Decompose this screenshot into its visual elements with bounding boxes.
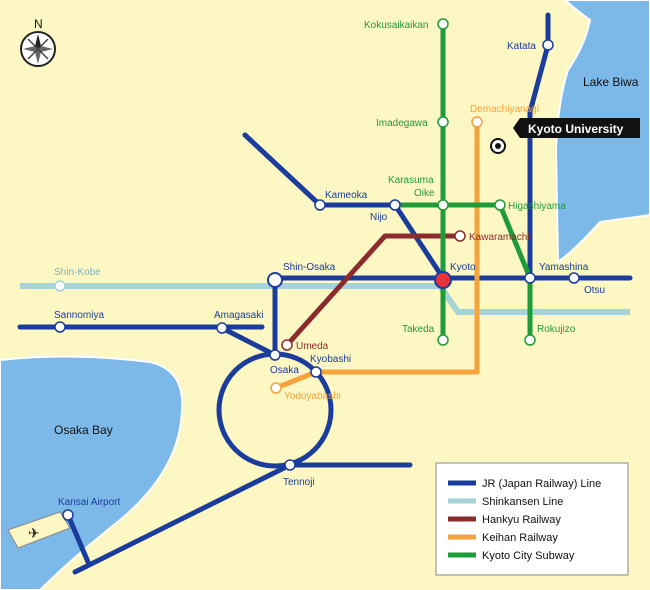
station-nijo[interactable]: [389, 199, 401, 211]
label-yamashina: Yamashina: [539, 262, 589, 273]
station-labels: Kokusaikaikan Katata Demachiyanagi Imade…: [54, 20, 605, 508]
station-takeda[interactable]: [437, 334, 449, 346]
legend-item: Keihan Railway: [448, 532, 558, 544]
station-karasuma-oike[interactable]: [437, 199, 449, 211]
station-umeda[interactable]: [281, 339, 293, 351]
label-osaka: Osaka: [270, 365, 299, 376]
station-kameoka[interactable]: [314, 199, 326, 211]
station-otsu[interactable]: [568, 272, 580, 284]
label-otsu: Otsu: [584, 285, 605, 296]
shinkansen-line: [20, 283, 630, 315]
legend-label: Hankyu Railway: [482, 514, 561, 526]
label-amagasaki: Amagasaki: [214, 310, 263, 321]
kyoto-university-tag: [513, 118, 640, 138]
station-kansai-airport[interactable]: [62, 509, 74, 521]
label-kameoka: Kameoka: [325, 190, 368, 201]
station-higashiyama[interactable]: [494, 199, 506, 211]
kyoto-university-landmark[interactable]: Kyoto University: [490, 118, 640, 154]
kansai-airport-island: [7, 511, 71, 549]
label-lake-biwa: Lake Biwa: [583, 75, 639, 89]
label-imadegawa: Imadegawa: [376, 118, 428, 129]
station-shin-osaka[interactable]: [267, 272, 283, 288]
station-yodoyabashi[interactable]: [270, 382, 282, 394]
label-oike: Oike: [414, 188, 435, 199]
label-kansai-airport: Kansai Airport: [58, 497, 120, 508]
label-takeda: Takeda: [402, 324, 435, 335]
label-rokujizo: Rokujizo: [537, 324, 576, 335]
station-kawaramachi[interactable]: [454, 230, 466, 242]
station-rokujizo[interactable]: [524, 334, 536, 346]
legend: JR (Japan Railway) Line Shinkansen Line …: [435, 462, 629, 576]
label-kokusaikaikan: Kokusaikaikan: [364, 20, 428, 31]
label-nijo: Nijo: [370, 212, 388, 223]
airplane-icon: ✈: [28, 526, 40, 542]
legend-label: Keihan Railway: [482, 532, 558, 544]
compass-north-label: N: [34, 17, 43, 31]
station-sannomiya[interactable]: [54, 321, 66, 333]
station-shin-kobe[interactable]: [54, 280, 66, 292]
legend-label: Kyoto City Subway: [482, 550, 575, 562]
label-katata: Katata: [507, 41, 536, 52]
legend-item: JR (Japan Railway) Line: [448, 478, 601, 490]
label-kyobashi: Kyobashi: [310, 354, 351, 365]
legend-item: Kyoto City Subway: [448, 550, 575, 562]
label-sannomiya: Sannomiya: [54, 310, 104, 321]
label-demachiyanagi: Demachiyanagi: [470, 104, 539, 115]
compass-rose-icon: N: [20, 17, 56, 67]
label-higashiyama: Higashiyama: [508, 201, 566, 212]
label-kyoto: Kyoto: [450, 262, 476, 273]
label-karasuma: Karasuma: [388, 175, 434, 186]
label-tennoji: Tennoji: [283, 477, 315, 488]
label-yodoyabashi: Yodoyabashi: [284, 391, 341, 402]
station-osaka[interactable]: [269, 349, 281, 361]
label-shin-osaka: Shin-Osaka: [283, 262, 336, 273]
legend-label: Shinkansen Line: [482, 496, 563, 508]
legend-item: Hankyu Railway: [448, 514, 561, 526]
legend-label: JR (Japan Railway) Line: [482, 478, 601, 490]
kyoto-university-label: Kyoto University: [528, 122, 624, 136]
station-yamashina[interactable]: [524, 272, 536, 284]
label-shin-kobe: Shin-Kobe: [54, 267, 101, 278]
legend-item: Shinkansen Line: [448, 496, 563, 508]
hankyu-line: [285, 233, 460, 347]
station-markers: [54, 18, 580, 521]
station-kyobashi[interactable]: [310, 366, 322, 378]
station-katata[interactable]: [542, 39, 554, 51]
label-osaka-bay: Osaka Bay: [54, 423, 113, 437]
station-kokusaikaikan[interactable]: [437, 18, 449, 30]
station-amagasaki[interactable]: [216, 322, 228, 334]
station-kyoto[interactable]: [434, 271, 452, 289]
station-tennoji[interactable]: [284, 459, 296, 471]
station-demachiyanagi[interactable]: [471, 116, 483, 128]
label-umeda: Umeda: [296, 341, 329, 352]
station-imadegawa[interactable]: [437, 116, 449, 128]
label-kawaramachi: Kawaramachi: [469, 232, 530, 243]
